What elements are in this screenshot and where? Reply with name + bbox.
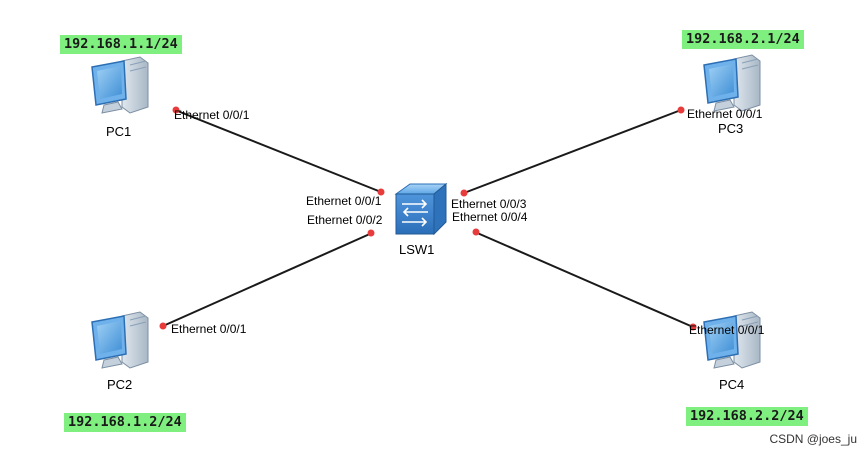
- port-dot-pc2[interactable]: [159, 322, 167, 330]
- port-dot-lsw1-e2[interactable]: [367, 229, 375, 237]
- port-label-pc1: Ethernet 0/0/1: [174, 108, 250, 122]
- port-label-lsw1-e4: Ethernet 0/0/4: [452, 210, 528, 224]
- port-dot-pc3[interactable]: [677, 106, 685, 114]
- link-pc1-lsw1: [174, 109, 382, 193]
- pc-icon[interactable]: [700, 310, 764, 374]
- link-pc3-lsw1: [463, 109, 682, 194]
- port-label-pc4: Ethernet 0/0/1: [689, 323, 765, 337]
- pc-icon[interactable]: [88, 310, 152, 374]
- ip-label-pc4: 192.168.2.2/24: [686, 407, 808, 426]
- device-label-pc4: PC4: [719, 377, 745, 392]
- link-pc2-lsw1: [162, 232, 373, 327]
- port-label-lsw1-e1: Ethernet 0/0/1: [306, 194, 382, 208]
- port-dot-lsw1-e4[interactable]: [472, 228, 480, 236]
- device-label-lsw1: LSW1: [399, 242, 435, 257]
- port-dot-lsw1-e3[interactable]: [460, 189, 468, 197]
- device-label-pc1: PC1: [106, 124, 132, 139]
- watermark: CSDN @joes_ju: [769, 432, 857, 446]
- port-label-lsw1-e3: Ethernet 0/0/3: [451, 197, 527, 211]
- port-dot-pc1[interactable]: [172, 106, 180, 114]
- port-label-lsw1-e2: Ethernet 0/0/2: [307, 213, 383, 227]
- device-label-pc2: PC2: [107, 377, 133, 392]
- ip-label-pc3: 192.168.2.1/24: [682, 30, 804, 49]
- ip-label-pc2: 192.168.1.2/24: [64, 413, 186, 432]
- port-label-pc2: Ethernet 0/0/1: [171, 322, 247, 336]
- ip-label-pc1: 192.168.1.1/24: [60, 35, 182, 54]
- port-label-pc3: Ethernet 0/0/1: [687, 107, 763, 121]
- port-dot-pc4[interactable]: [689, 323, 697, 331]
- device-label-pc3: PC3: [718, 121, 744, 136]
- port-dot-lsw1-e1[interactable]: [377, 188, 385, 196]
- pc-icon[interactable]: [88, 55, 152, 119]
- link-pc4-lsw1: [474, 231, 694, 328]
- switch-icon[interactable]: [392, 182, 448, 236]
